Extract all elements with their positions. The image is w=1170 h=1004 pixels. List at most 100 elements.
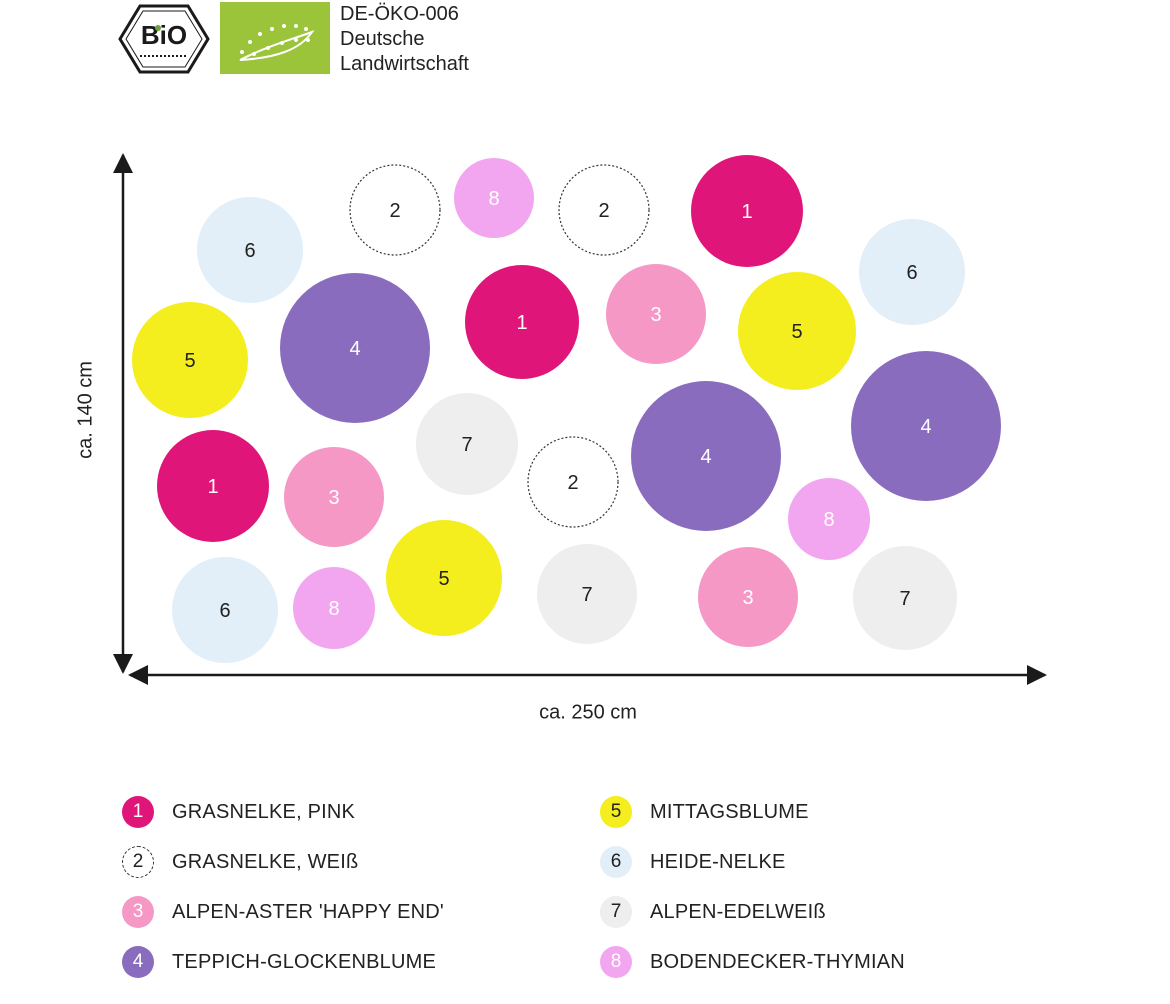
plant-circle-5: 5 (738, 272, 856, 390)
plant-circle-5: 5 (386, 520, 502, 636)
bio-logo: BiO (118, 4, 210, 74)
plant-circle-shape (527, 436, 619, 528)
legend-color-dot: 5 (600, 796, 632, 828)
plant-circle-3: 3 (606, 264, 706, 364)
certification-line-2: Deutsche (340, 28, 425, 50)
legend-item-5: 5 MITTAGSBLUME (600, 795, 809, 829)
plant-circle-shape (132, 302, 248, 418)
legend-label: GRASNELKE, WEIß (172, 850, 359, 873)
plant-number-label: 8 (488, 188, 499, 210)
plant-circle-6: 6 (172, 557, 278, 663)
plants-layer: 2 8 2 1 6 6 5 4 1 3 5 7 4 4 2 1 3 8 5 7 3 7 6 8 (132, 155, 1001, 663)
legend-color-dot: 8 (600, 946, 632, 978)
plant-circle-shape (859, 219, 965, 325)
legend-label: HEIDE-NELKE (650, 850, 786, 873)
plant-circle-3: 3 (284, 447, 384, 547)
plant-number-label: 7 (899, 588, 910, 610)
plant-circle-shape (386, 520, 502, 636)
plant-number-label: 7 (581, 584, 592, 606)
eu-leaf-icon (239, 24, 315, 61)
legend-color-dot: 3 (122, 896, 154, 928)
plant-circle-shape (698, 547, 798, 647)
plant-number-label: 5 (184, 350, 195, 372)
plant-number-label: 6 (906, 262, 917, 284)
plant-number-label: 8 (328, 598, 339, 620)
plant-circle-shape (349, 164, 441, 256)
plant-circle-shape (631, 381, 781, 531)
plant-circle-shape (691, 155, 803, 267)
plant-number-label: 7 (461, 434, 472, 456)
plant-circle-7: 7 (853, 546, 957, 650)
eu-organic-logo (220, 2, 330, 74)
certification-line-3: Landwirtschaft (340, 53, 469, 75)
planting-diagram: 2 8 2 1 6 6 5 4 1 3 5 7 4 4 2 1 3 8 5 7 3 7 6 8 (113, 153, 1047, 685)
plant-circle-4: 4 (631, 381, 781, 531)
plant-number-label: 6 (219, 600, 230, 622)
legend-item-8: 8 BODENDECKER-THYMIAN (600, 945, 905, 979)
legend-item-1: 1 GRASNELKE, PINK (122, 795, 355, 829)
plant-circle-shape (172, 557, 278, 663)
plant-circle-8: 8 (293, 567, 375, 649)
plant-circle-shape (280, 273, 430, 423)
plant-circle-shape (606, 264, 706, 364)
legend-color-dot: 6 (600, 846, 632, 878)
plant-number-label: 8 (823, 509, 834, 531)
plant-number-label: 4 (700, 446, 711, 468)
plant-number-label: 2 (598, 200, 609, 222)
plant-number-label: 1 (516, 312, 527, 334)
legend-label: ALPEN-EDELWEIß (650, 900, 826, 923)
plant-circle-2: 2 (349, 164, 441, 256)
plant-circle-4: 4 (851, 351, 1001, 501)
plant-circle-shape (454, 158, 534, 238)
plant-circle-shape (465, 265, 579, 379)
plant-number-label: 4 (349, 338, 360, 360)
plant-circle-shape (558, 164, 650, 256)
plant-number-label: 5 (438, 568, 449, 590)
legend-label: ALPEN-ASTER 'HAPPY END' (172, 900, 444, 923)
plant-number-label: 5 (791, 321, 802, 343)
plant-circle-7: 7 (537, 544, 637, 644)
y-axis-label: ca. 140 cm (74, 361, 97, 459)
legend-item-6: 6 HEIDE-NELKE (600, 845, 786, 879)
plant-circle-2: 2 (558, 164, 650, 256)
plant-circle-5: 5 (132, 302, 248, 418)
plant-circle-shape (197, 197, 303, 303)
plant-circle-shape (788, 478, 870, 560)
plant-circle-7: 7 (416, 393, 518, 495)
plant-circle-shape (851, 351, 1001, 501)
plant-circle-2: 2 (527, 436, 619, 528)
plant-circle-shape (738, 272, 856, 390)
plant-number-label: 1 (207, 476, 218, 498)
plant-circle-8: 8 (788, 478, 870, 560)
certification-text: DE-ÖKO-006 Deutsche Landwirtschaft (340, 2, 469, 77)
plant-number-label: 3 (328, 487, 339, 509)
plant-circle-shape (293, 567, 375, 649)
x-axis-label: ca. 250 cm (539, 701, 637, 724)
certification-code: DE-ÖKO-006 (340, 3, 459, 25)
plant-circle-shape (416, 393, 518, 495)
legend-label: GRASNELKE, PINK (172, 800, 356, 823)
plant-circle-6: 6 (859, 219, 965, 325)
plant-circle-4: 4 (280, 273, 430, 423)
bio-logo-text: BiO (141, 20, 187, 50)
plant-number-label: 3 (650, 304, 661, 326)
plant-number-label: 2 (567, 472, 578, 494)
plant-circle-1: 1 (691, 155, 803, 267)
plant-circle-shape (157, 430, 269, 542)
legend-color-dot: 4 (122, 946, 154, 978)
legend-color-dot: 1 (122, 796, 154, 828)
plant-circle-shape (853, 546, 957, 650)
legend-color-dot: 7 (600, 896, 632, 928)
plant-circle-shape (537, 544, 637, 644)
plant-number-label: 4 (920, 416, 931, 438)
plant-number-label: 2 (389, 200, 400, 222)
plant-circle-3: 3 (698, 547, 798, 647)
plant-number-label: 6 (244, 240, 255, 262)
plant-number-label: 1 (741, 201, 752, 223)
legend-label: MITTAGSBLUME (650, 800, 809, 823)
legend-label: BODENDECKER-THYMIAN (650, 950, 905, 973)
plant-circle-1: 1 (465, 265, 579, 379)
plant-circle-6: 6 (197, 197, 303, 303)
